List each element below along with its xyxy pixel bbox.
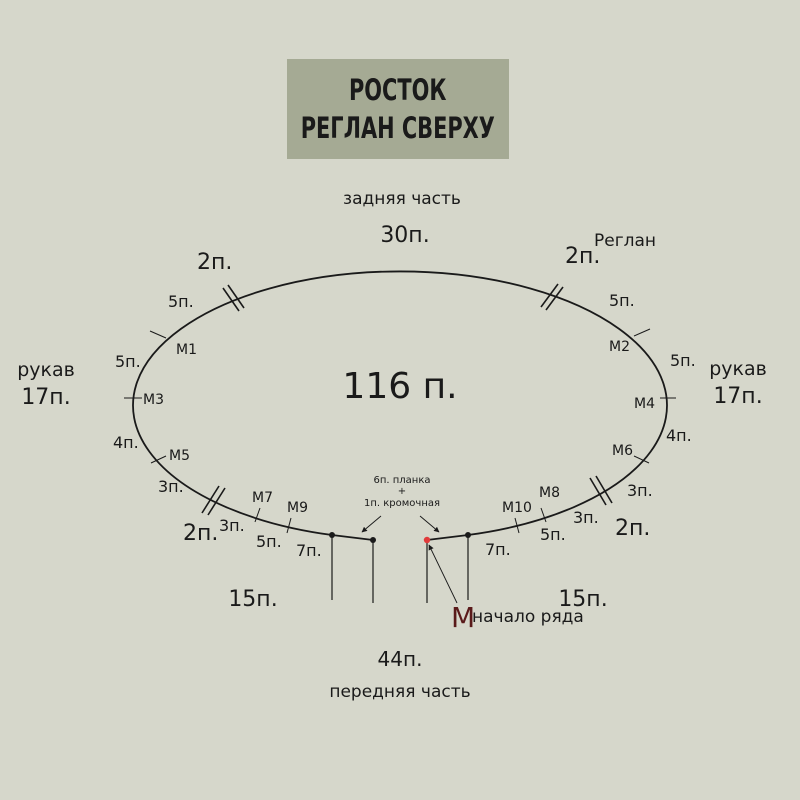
- segment-r7: 7п.: [485, 540, 511, 559]
- placket-plus: +: [398, 486, 406, 497]
- start-point: [423, 536, 431, 544]
- tick-m6: [633, 455, 650, 464]
- segment-l1: 5п.: [168, 292, 194, 311]
- title-box: РОСТОК РЕГЛАН СВЕРХУ: [287, 59, 509, 159]
- front-right-count: 15п.: [558, 587, 607, 612]
- marker-m2: М2: [609, 339, 630, 355]
- marker-m6: М6: [612, 443, 633, 459]
- raglan-mark-br: [589, 475, 613, 506]
- tick-m5: [150, 455, 167, 464]
- raglan-mark-tr: [540, 283, 564, 311]
- placket-arrow-right: [419, 515, 440, 533]
- front-label: передняя часть: [329, 682, 470, 702]
- start-arrow: [428, 544, 458, 604]
- right-sleeve-count: 17п.: [713, 384, 762, 409]
- segment-r6: 5п.: [540, 525, 566, 544]
- front-right-edge: [426, 534, 469, 541]
- total-count: 116 п.: [342, 366, 457, 407]
- segment-l2: 5п.: [115, 352, 141, 371]
- segment-l6: 5п.: [256, 532, 282, 551]
- front-left-point: [329, 532, 335, 538]
- placket-arrow-left: [361, 515, 382, 533]
- marker-m8: М8: [539, 485, 560, 501]
- segment-r4: 3п.: [627, 481, 653, 500]
- segment-r5: 3п.: [573, 508, 599, 527]
- raglan-count-tr: 2п.: [565, 244, 600, 269]
- front-left-edge: [331, 534, 374, 541]
- tick-m1: [149, 330, 167, 339]
- tick-m8: [540, 507, 547, 523]
- marker-m3: М3: [143, 392, 164, 408]
- title-line-2: РЕГЛАН СВЕРХУ: [300, 111, 496, 145]
- title-line-1: РОСТОК: [349, 73, 447, 107]
- tick-m9: [286, 517, 292, 534]
- yoke-outline: [132, 270, 668, 536]
- tick-m10: [514, 517, 520, 534]
- back-count: 30п.: [380, 223, 429, 248]
- marker-m5: М5: [169, 448, 190, 464]
- raglan-count-br: 2п.: [615, 516, 650, 541]
- left-sleeve-label: рукав: [17, 359, 75, 381]
- raglan-mark-bl: [201, 485, 226, 516]
- segment-r1: 5п.: [609, 291, 635, 310]
- segment-l7: 7п.: [296, 541, 322, 560]
- marker-m10: М10: [502, 500, 532, 516]
- right-sleeve-label: рукав: [709, 358, 767, 380]
- segment-l4: 3п.: [158, 477, 184, 496]
- marker-m4: М4: [634, 396, 655, 412]
- front-right-point: [465, 532, 471, 538]
- marker-m9: М9: [287, 500, 308, 516]
- raglan-mark-tl: [222, 284, 245, 312]
- front-count: 44п.: [378, 647, 423, 671]
- raglan-count-tl: 2п.: [197, 250, 232, 275]
- segment-l3: 4п.: [113, 433, 139, 452]
- front-left-count: 15п.: [228, 587, 277, 612]
- raglan-count-bl: 2п.: [183, 521, 218, 546]
- start-label: начало ряда: [472, 607, 584, 627]
- left-sleeve-count: 17п.: [21, 385, 70, 410]
- placket-line-1: 6п. планка: [373, 475, 430, 486]
- segment-l5: 3п.: [219, 516, 245, 535]
- segment-r2: 5п.: [670, 351, 696, 370]
- marker-m1: М1: [176, 342, 197, 358]
- front-inner-left-point: [370, 537, 376, 543]
- marker-m7: М7: [252, 490, 273, 506]
- placket-line-2: 1п. кромочная: [364, 498, 440, 509]
- tick-m2: [633, 328, 651, 337]
- back-label: задняя часть: [343, 189, 461, 209]
- segment-r3: 4п.: [666, 426, 692, 445]
- raglan-label: Реглан: [594, 231, 656, 251]
- start-letter: М: [451, 601, 475, 634]
- tick-m7: [254, 507, 261, 523]
